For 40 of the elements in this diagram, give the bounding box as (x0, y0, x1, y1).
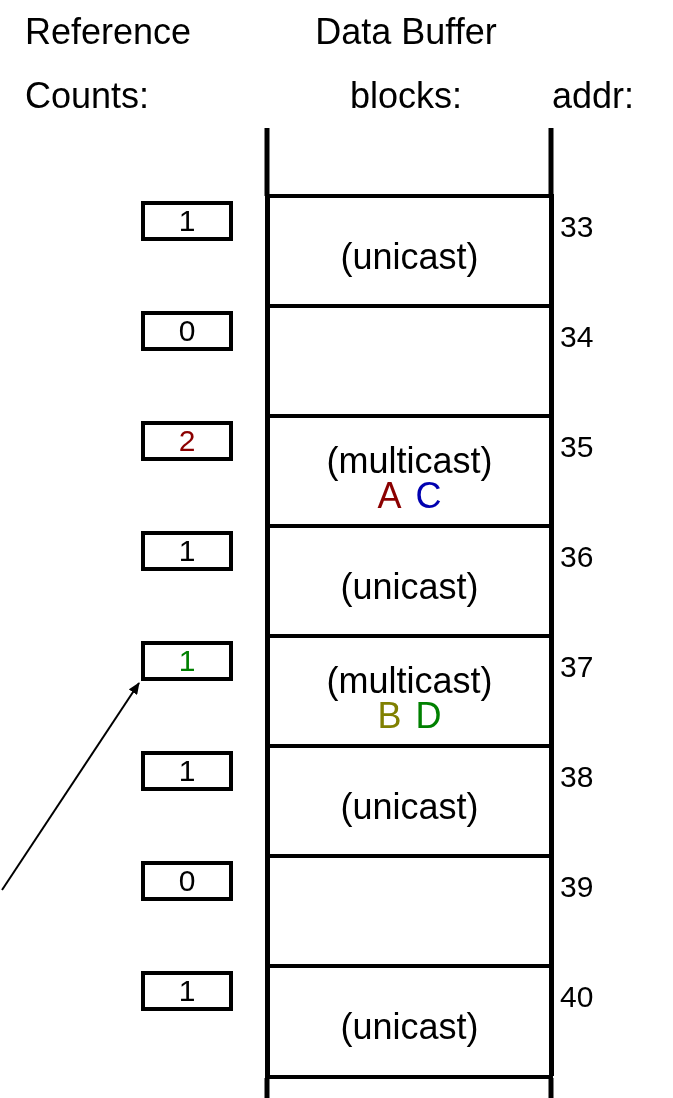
block-label: (unicast) (340, 1006, 479, 1048)
count-box (141, 421, 233, 461)
count-value: 1 (178, 204, 196, 237)
block-label: (unicast) (340, 236, 479, 278)
count-box (141, 311, 233, 351)
block-label: (unicast) (340, 786, 479, 828)
count-value: 1 (178, 754, 196, 787)
count-value: 0 (178, 864, 196, 897)
address-label: 35 (560, 430, 594, 464)
column-heading: Data Buffer blocks: (314, 10, 498, 118)
address-label: 33 (560, 210, 594, 244)
buffer-block (265, 964, 554, 1076)
address-label: 40 (560, 980, 594, 1014)
arrow (1, 682, 140, 891)
empty-buffer-block (265, 304, 554, 416)
empty-buffer-block (265, 854, 554, 966)
count-box (141, 641, 233, 681)
count-value: 2 (178, 424, 196, 457)
buffer-block (265, 414, 554, 526)
count-box (141, 201, 233, 241)
address-label: 38 (560, 760, 594, 794)
count-value: 0 (178, 314, 196, 347)
buffer-block (265, 634, 554, 746)
buffer-block (265, 744, 554, 856)
count-box (141, 751, 233, 791)
address-label: 39 (560, 870, 594, 904)
count-box (141, 861, 233, 901)
address-label: 34 (560, 320, 594, 354)
count-value: 1 (178, 534, 196, 567)
column-heading: addr: (552, 74, 636, 118)
count-box (141, 971, 233, 1011)
block-label: (unicast) (340, 566, 479, 608)
count-box (141, 531, 233, 571)
address-label: 36 (560, 540, 594, 574)
column-heading: Reference Counts: (25, 10, 193, 118)
count-value: 1 (178, 974, 196, 1007)
buffer-block (265, 194, 554, 306)
count-value: 1 (178, 644, 196, 677)
buffer-block (265, 524, 554, 636)
address-label: 37 (560, 650, 594, 684)
